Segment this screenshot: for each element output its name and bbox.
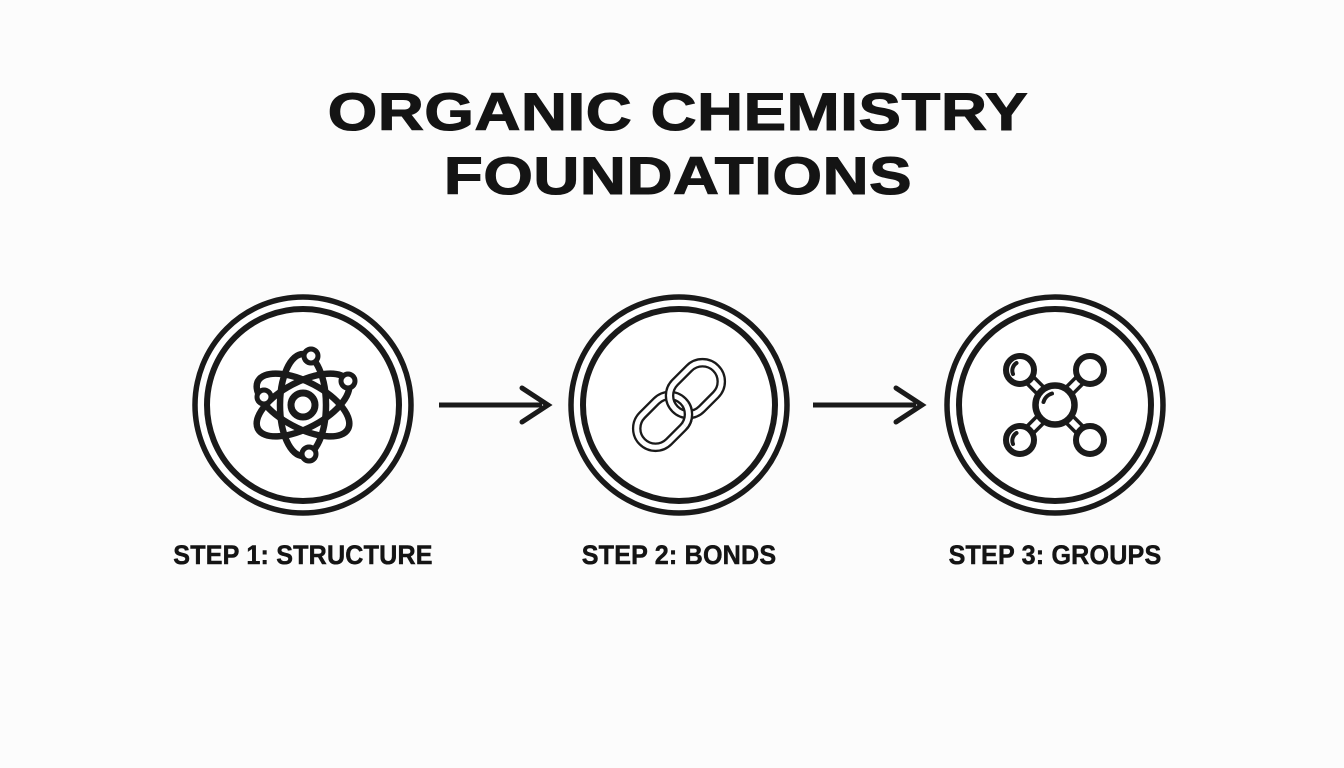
step-2-label: STEP 2: BONDS <box>581 540 777 571</box>
step-1-label: STEP 1: STRUCTURE <box>173 540 433 571</box>
step-1-circle-badge <box>191 293 415 517</box>
page-title: ORGANIC CHEMISTRY FOUNDATIONS <box>0 81 1344 209</box>
step-2-circle-badge <box>567 293 791 517</box>
chain-link-icon <box>568 294 790 516</box>
title-line-1: ORGANIC CHEMISTRY <box>327 82 1029 142</box>
step-3-circle-badge <box>943 293 1167 517</box>
arrow-right-icon <box>439 385 553 425</box>
arrow-right-icon <box>813 385 927 425</box>
atom-icon <box>192 294 414 516</box>
title-line-2: FOUNDATIONS <box>443 146 913 206</box>
molecule-icon <box>944 294 1166 516</box>
step-3-label: STEP 3: GROUPS <box>948 540 1162 571</box>
